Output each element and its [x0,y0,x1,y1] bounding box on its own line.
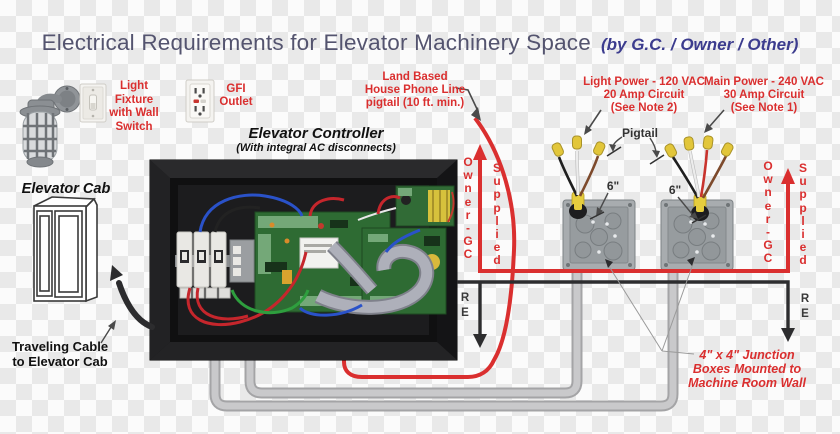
label-main-power: Main Power - 240 VAC 30 Amp Circuit (See… [704,76,824,114]
light-fixture-image [19,85,81,168]
light-power-leader-arrow [584,125,592,135]
traveling-cable-image [100,265,155,344]
page-title-text: Electrical Requirements for Elevator Mac… [41,30,591,55]
elevator-cab-image [33,196,98,303]
cable-arrowhead [110,265,123,281]
gfi-outlet-image [185,79,215,123]
label-gfi-outlet: GFI Outlet [219,83,253,108]
label-elevator-cab: Elevator Cab [21,181,111,197]
label-phone-line: Land Based House Phone Line pigtail (10 … [364,71,466,109]
black-down-arrow-left [473,334,487,348]
red-up-arrow-left [473,144,487,160]
label-supplied-left: S u p p l i e d [492,161,501,268]
red-up-arrow-right [781,168,795,184]
label-re-right: R E [800,293,810,320]
label-owner-gc-right: O w n e r - G C [763,159,773,266]
pigtail-wires-right [671,149,728,199]
label-controller-title: Elevator Controller [248,125,384,142]
main-power-leader-arrow [704,123,713,133]
phone-leader-arrow [471,107,481,121]
label-six-inch-left: 6" [606,179,620,193]
junction-box-left [562,191,636,271]
label-six-inch-right: 6" [668,183,682,197]
conduit-runs [209,270,679,412]
phone-line-wire [342,116,517,379]
label-light-fixture: Light Fixture with Wall Switch [109,80,159,133]
label-traveling-cable: Traveling Cable to Elevator Cab [11,339,109,369]
leader-lines [455,87,725,355]
owner-supplied-bus [473,144,795,273]
label-re-left: R E [460,292,470,319]
page-title-byline: (by G.C. / Owner / Other) [600,35,799,54]
pigtail-wires-left [557,150,600,197]
wall-switch-image [79,83,107,123]
page-title: Electrical Requirements for Elevator Mac… [0,30,840,56]
wire-nuts [551,135,734,158]
label-pigtail: Pigtail [621,126,658,140]
required-bus [457,280,795,348]
label-light-power: Light Power - 120 VAC 20 Amp Circuit (Se… [583,76,705,114]
label-controller-sub: (With integral AC disconnects) [236,142,396,154]
junction-box-right [660,193,734,271]
label-junction-boxes: 4" x 4" Junction Boxes Mounted to Machin… [688,348,806,390]
label-owner-gc-left: O w n e r - G C [463,155,473,262]
label-supplied-right: S u p p l i e d [798,161,807,268]
elevator-controller-image [149,159,458,361]
black-down-arrow-right [781,328,795,342]
